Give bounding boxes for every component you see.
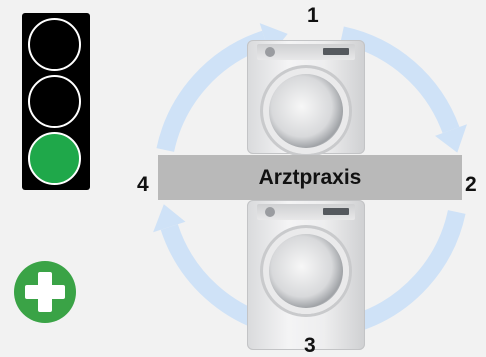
cycle-arrow-segment [354,209,466,332]
control-panel [257,44,355,60]
traffic-lamp-bottom [28,132,81,185]
traffic-lamp-top [28,18,81,71]
cycle-arrow-segment [156,30,268,153]
location-label: Arztpraxis [258,165,362,189]
location-label-bar: Arztpraxis [158,155,462,200]
step-number-1: 1 [307,4,319,27]
cycle-arrowhead [153,204,186,233]
dial-knob [265,47,275,57]
washer-door [263,228,349,314]
step-number-2: 2 [465,173,477,196]
cycle-arrowhead [435,124,467,153]
step-number-3: 3 [304,334,316,357]
traffic-light [22,13,90,190]
add-button[interactable] [14,261,76,323]
control-panel [257,204,355,220]
cycle-arrowhead [259,23,288,56]
dial-knob [265,207,275,217]
washer-door [263,68,349,154]
washing-machine-bottom [247,200,365,350]
traffic-lamp-middle [28,75,81,128]
step-number-4: 4 [137,173,149,196]
washing-machine-top [247,40,365,154]
display-screen [323,208,349,215]
display-screen [323,48,349,55]
